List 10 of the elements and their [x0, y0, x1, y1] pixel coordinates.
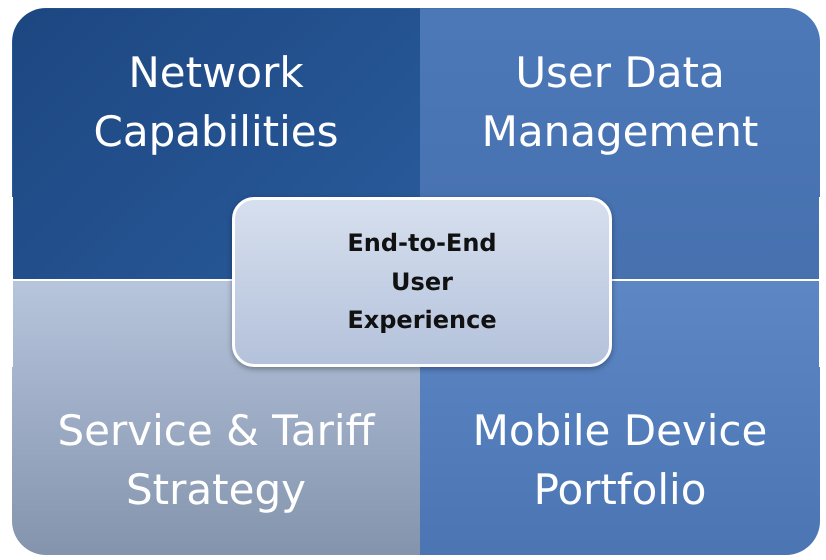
panel-title: Mobile Device Portfolio — [472, 405, 768, 516]
panel-title: Service & Tariff Strategy — [56, 405, 376, 516]
quadrant-panel — [12, 8, 420, 197]
center-box — [232, 197, 612, 367]
panel-title: Network Capabilities — [92, 46, 340, 158]
panel-title: User Data Management — [480, 46, 760, 158]
quadrant-panel — [420, 8, 820, 197]
quadrant-panel — [12, 367, 420, 555]
center-label: End-to-End User Experience — [346, 228, 498, 336]
quadrant-panel — [420, 367, 820, 555]
